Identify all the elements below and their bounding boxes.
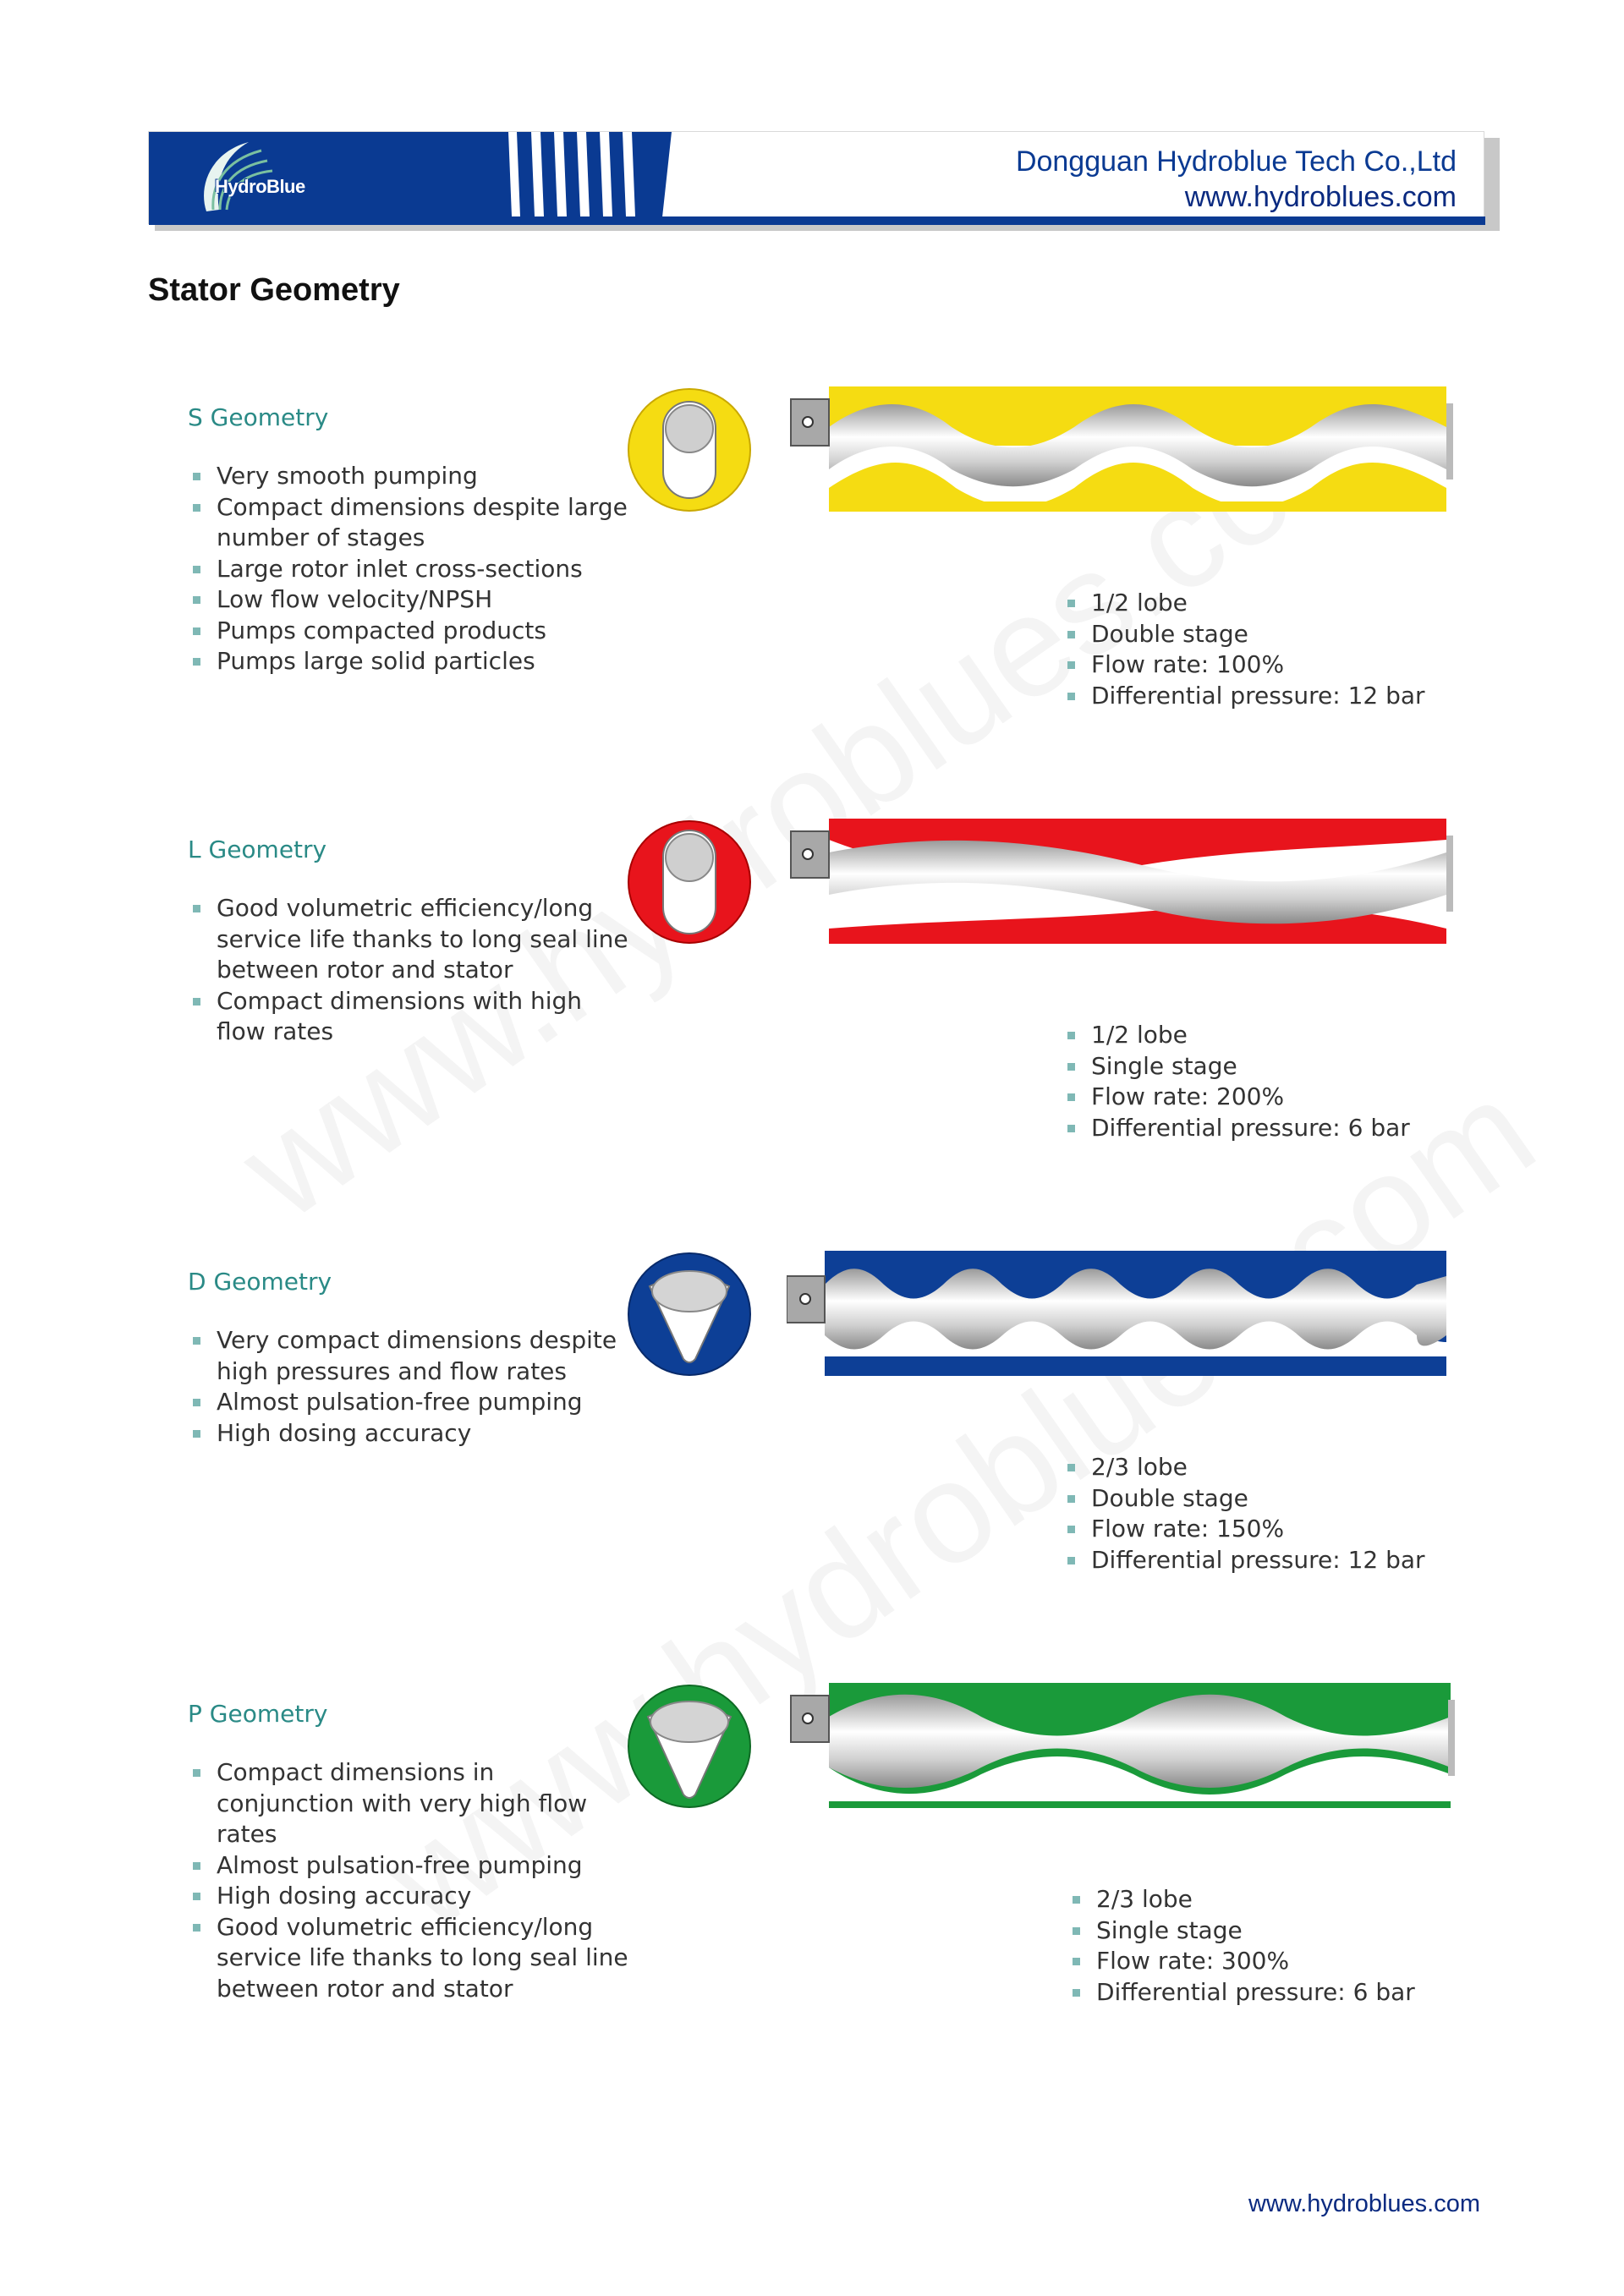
spec-list: 2/3 lobe Double stage Flow rate: 150% Di…: [1067, 1452, 1490, 1575]
company-name: Dongguan Hydroblue Tech Co.,Ltd: [1015, 145, 1457, 178]
d-rotor-stator-diagram: [787, 1251, 1446, 1376]
section-title: S Geometry: [188, 403, 329, 431]
list-item: 2/3 lobe: [1073, 1884, 1495, 1915]
header-bar: HydroBlue Dongguan Hydroblue Tech Co.,Lt…: [148, 131, 1485, 225]
list-item: Double stage: [1067, 1483, 1490, 1515]
list-item: Almost pulsation-free pumping: [193, 1387, 633, 1418]
list-item: Single stage: [1073, 1915, 1495, 1947]
list-item: Pumps large solid particles: [193, 646, 633, 677]
list-item: 1/2 lobe: [1067, 588, 1490, 619]
list-item: Double stage: [1067, 619, 1490, 650]
list-item: Differential pressure: 6 bar: [1073, 1977, 1495, 2008]
list-item: 1/2 lobe: [1067, 1020, 1490, 1051]
list-item: Flow rate: 300%: [1073, 1946, 1495, 1977]
footer-website: www.hydroblues.com: [1248, 2190, 1480, 2217]
l-rotor-stator-diagram: [790, 819, 1453, 944]
list-item: Differential pressure: 12 bar: [1067, 681, 1490, 712]
list-item: Single stage: [1067, 1051, 1490, 1082]
list-item: Compact dimensions despite large number …: [193, 492, 633, 554]
logo-text: HydroBlue: [215, 176, 305, 197]
list-item: High dosing accuracy: [193, 1418, 633, 1449]
section-title: L Geometry: [188, 836, 327, 863]
list-item: 2/3 lobe: [1067, 1452, 1490, 1483]
list-item: Differential pressure: 12 bar: [1067, 1545, 1490, 1576]
spec-list: 1/2 lobe Double stage Flow rate: 100% Di…: [1067, 588, 1490, 711]
list-item: Compact dimensions with high flow rates: [193, 986, 633, 1048]
section-s-geometry: S Geometry Very smooth pumping Compact d…: [0, 386, 1624, 759]
list-item: Flow rate: 150%: [1067, 1514, 1490, 1545]
list-item: Flow rate: 200%: [1067, 1082, 1490, 1113]
s-rotor-stator-diagram: [790, 386, 1453, 512]
list-item: Almost pulsation-free pumping: [193, 1850, 633, 1882]
list-item: Pumps compacted products: [193, 616, 633, 647]
list-item: Good volumetric efficiency/long service …: [193, 893, 633, 986]
feature-list: Compact dimensions in conjunction with v…: [193, 1757, 633, 2004]
list-item: Low flow velocity/NPSH: [193, 584, 633, 616]
section-p-geometry: P Geometry Compact dimensions in conjunc…: [0, 1683, 1624, 2055]
list-item: Compact dimensions in conjunction with v…: [193, 1757, 633, 1850]
section-title: P Geometry: [188, 1700, 328, 1728]
section-d-geometry: D Geometry Very compact dimensions despi…: [0, 1251, 1624, 1623]
p-cross-section-icon: [628, 1685, 751, 1808]
header-brand-panel: [149, 132, 656, 225]
list-item: Very smooth pumping: [193, 461, 633, 492]
section-l-geometry: L Geometry Good volumetric efficiency/lo…: [0, 819, 1624, 1191]
feature-list: Good volumetric efficiency/long service …: [193, 893, 633, 1048]
p-rotor-stator-diagram: [790, 1683, 1455, 1808]
list-item: High dosing accuracy: [193, 1881, 633, 1912]
header-website: www.hydroblues.com: [1184, 181, 1457, 213]
page-title: Stator Geometry: [148, 272, 400, 308]
feature-list: Very compact dimensions despite high pre…: [193, 1325, 633, 1449]
list-item: Differential pressure: 6 bar: [1067, 1113, 1490, 1144]
list-item: Large rotor inlet cross-sections: [193, 554, 633, 585]
header-stripes: [508, 132, 672, 225]
d-cross-section-icon: [628, 1252, 751, 1376]
hydroblue-logo-icon: [204, 142, 273, 211]
section-title: D Geometry: [188, 1268, 332, 1296]
feature-list: Very smooth pumping Compact dimensions d…: [193, 461, 633, 677]
spec-list: 1/2 lobe Single stage Flow rate: 200% Di…: [1067, 1020, 1490, 1143]
list-item: Good volumetric efficiency/long service …: [193, 1912, 633, 2005]
list-item: Flow rate: 100%: [1067, 649, 1490, 681]
l-cross-section-icon: [628, 820, 751, 944]
spec-list: 2/3 lobe Single stage Flow rate: 300% Di…: [1073, 1884, 1495, 2008]
company-block: Dongguan Hydroblue Tech Co.,Ltd www.hydr…: [1016, 144, 1457, 215]
s-cross-section-icon: [628, 388, 751, 512]
list-item: Very compact dimensions despite high pre…: [193, 1325, 633, 1387]
page-header: HydroBlue Dongguan Hydroblue Tech Co.,Lt…: [148, 131, 1500, 231]
